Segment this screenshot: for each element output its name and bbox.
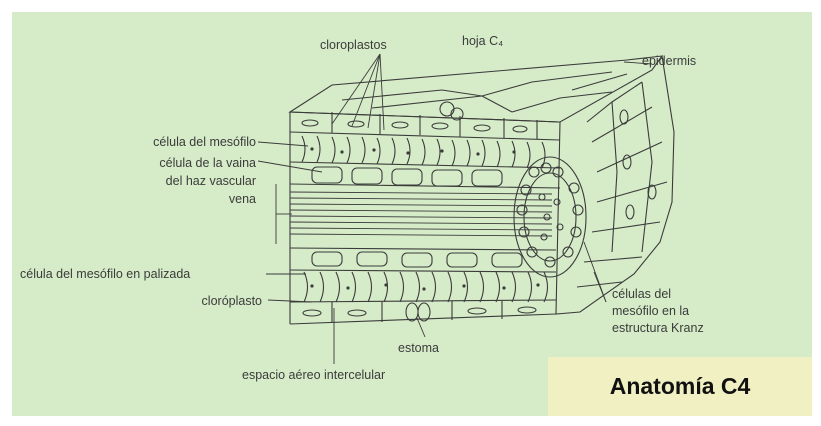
vein-strands [290, 192, 552, 236]
stoma-shape [406, 303, 430, 321]
leaf-front-top-edge [290, 112, 560, 122]
kranz-ring [514, 157, 586, 277]
leaf-front-bottom-edge [290, 314, 556, 324]
label-celulas-kranz-3: estructura Kranz [612, 321, 704, 335]
leaf-top-surface [290, 56, 662, 122]
mesophyll-upper [290, 136, 560, 168]
label-epidermis: epidermis [642, 54, 696, 68]
label-vena: vena [128, 192, 256, 206]
leaf-anatomy-drawing [12, 12, 812, 416]
label-celula-palizada: célula del mesófilo en palizada [20, 267, 190, 281]
bundle-sheath-lower [290, 248, 556, 267]
label-hoja: hoja C₄ [462, 34, 503, 48]
label-espacio-aereo: espacio aéreo intercelular [242, 368, 385, 382]
label-estoma: estoma [398, 341, 439, 355]
label-celula-mesofilo: célula del mesófilo [128, 135, 256, 149]
label-celula-vaina-1: célula de la vaina [128, 156, 256, 170]
label-cloroplastos: cloroplastos [320, 38, 387, 52]
label-celula-vaina-2: del haz vascular [128, 174, 256, 188]
caption-title: Anatomía C4 [548, 357, 812, 416]
label-celulas-kranz-1: células del [612, 287, 671, 301]
caption-box: Anatomía C4 [548, 357, 812, 416]
upper-epidermis-cells [290, 112, 560, 140]
top-surface-cells [342, 72, 627, 120]
label-celulas-kranz-2: mesófilo en la [612, 304, 689, 318]
right-face-cells [577, 82, 667, 287]
label-cloroplasto: cloróplasto [128, 294, 262, 308]
diagram-panel: cloroplastos hoja C₄ epidermis célula de… [12, 12, 812, 416]
palisade-mesophyll [290, 270, 556, 302]
